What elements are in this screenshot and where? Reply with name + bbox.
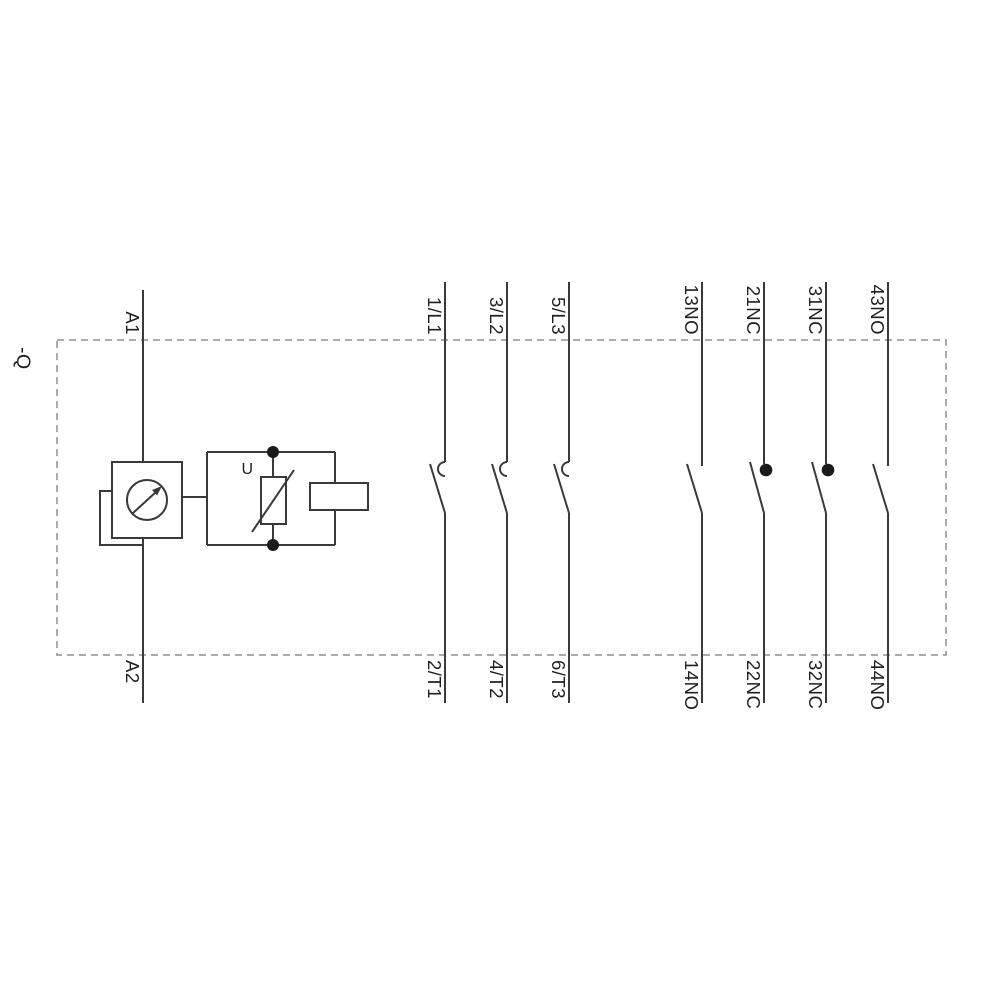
contact-blade bbox=[429, 463, 446, 514]
terminal-label-13no: 13NO bbox=[681, 285, 702, 335]
terminal-labels: A1 1/L1 3/L2 5/L3 13NO 21NC 31NC 43NO A2… bbox=[122, 285, 888, 711]
terminal-label-5l3: 5/L3 bbox=[548, 297, 569, 335]
fixed-contact-hook bbox=[499, 461, 508, 477]
terminal-label-22nc: 22NC bbox=[743, 660, 764, 709]
terminal-label-6t3: 6/T3 bbox=[548, 660, 569, 699]
coil-circuit bbox=[99, 290, 183, 703]
terminal-label-44no: 44NO bbox=[867, 660, 888, 710]
fixed-contact-hook bbox=[561, 461, 570, 477]
contact-blade bbox=[872, 463, 889, 514]
aux-contact-no-43-44 bbox=[872, 282, 889, 703]
device-label: -Q bbox=[12, 347, 34, 370]
junction-dot-top bbox=[267, 446, 279, 458]
aux-contact-no-13-14 bbox=[686, 282, 703, 703]
nc-contact-dot bbox=[759, 463, 773, 477]
varistor-voltage-label: U bbox=[241, 461, 253, 478]
terminal-label-4t2: 4/T2 bbox=[486, 660, 507, 699]
terminal-label-a2: A2 bbox=[122, 660, 143, 684]
surge-suppressor bbox=[182, 446, 369, 551]
actuator-circle bbox=[126, 479, 168, 521]
terminal-label-32nc: 32NC bbox=[805, 660, 826, 709]
coil-winding-box bbox=[309, 482, 369, 511]
contact-blade bbox=[749, 461, 765, 514]
actuator-arrow-shaft bbox=[132, 491, 157, 514]
pole-main-1 bbox=[429, 282, 446, 703]
circuit-lines bbox=[99, 282, 889, 703]
terminal-label-3l2: 3/L2 bbox=[486, 297, 507, 335]
terminal-label-a1: A1 bbox=[122, 311, 143, 335]
terminal-label-31nc: 31NC bbox=[805, 286, 826, 335]
terminal-label-14no: 14NO bbox=[681, 660, 702, 710]
terminal-label-1l1: 1/L1 bbox=[424, 297, 445, 335]
junction-dot-bottom bbox=[267, 539, 279, 551]
operating-mechanism-box bbox=[111, 461, 183, 539]
contact-blade bbox=[811, 461, 827, 514]
actuator-arrow-icon bbox=[152, 486, 162, 496]
contact-blade bbox=[686, 463, 703, 514]
contact-blade bbox=[553, 463, 570, 514]
pole-main-3 bbox=[553, 282, 570, 703]
mechanism-side-linkage bbox=[99, 490, 143, 546]
contact-blade bbox=[491, 463, 508, 514]
aux-contact-nc-31-32 bbox=[811, 282, 835, 703]
pole-main-2 bbox=[491, 282, 508, 703]
terminal-label-2t1: 2/T1 bbox=[424, 660, 445, 699]
fixed-contact-hook bbox=[437, 461, 446, 477]
terminal-label-21nc: 21NC bbox=[743, 286, 764, 335]
terminal-label-43no: 43NO bbox=[867, 285, 888, 335]
nc-contact-dot bbox=[821, 463, 835, 477]
contactor-outline bbox=[56, 339, 947, 656]
aux-contact-nc-21-22 bbox=[749, 282, 773, 703]
varistor-diagonal bbox=[251, 469, 295, 533]
